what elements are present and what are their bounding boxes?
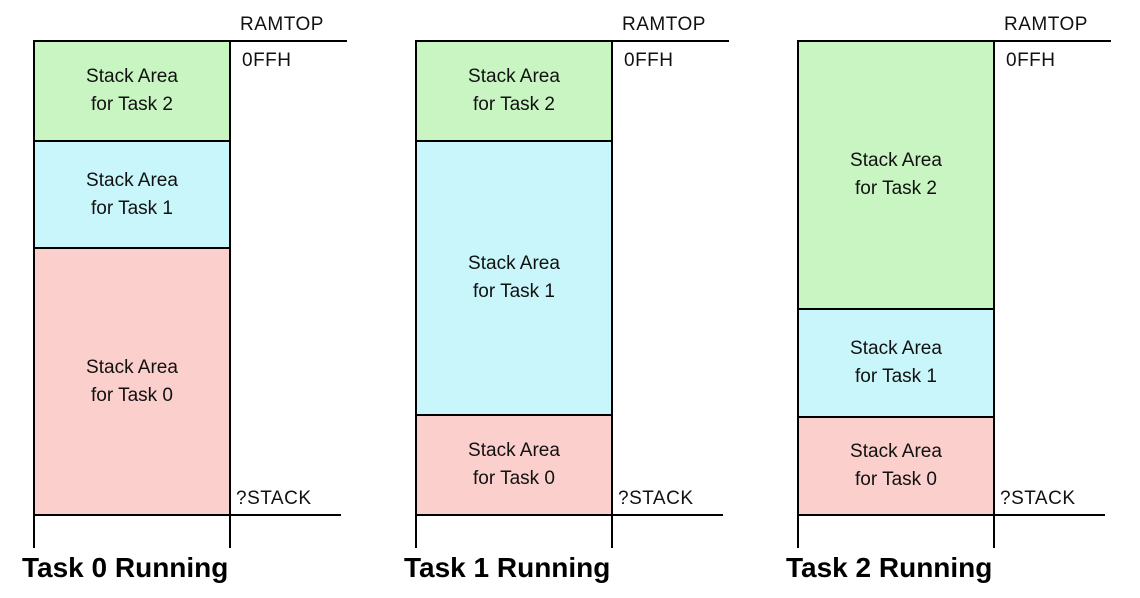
region-label-line2: for Task 1 [854, 366, 937, 387]
memory-diagram-task-0: Stack Area for Task 2 Stack Area for Task … [0, 0, 380, 598]
region-label-line2: for Task 1 [472, 281, 555, 302]
stack-label: ?STACK [618, 488, 694, 509]
stack-area-task-1: Stack Area for Task 1 [415, 140, 613, 414]
region-label-line1: Stack Area [468, 440, 560, 461]
column-leg-left [415, 516, 417, 548]
column-leg-right [229, 516, 231, 548]
diagram-caption: Task 0 Running [22, 552, 229, 583]
region-label-line1: Stack Area [86, 169, 178, 191]
column-leg-right [993, 516, 995, 548]
offh-label: 0FFH [242, 50, 292, 71]
stack-area-task-0: Stack Area for Task 0 [797, 416, 995, 516]
stack-label: ?STACK [1000, 488, 1076, 509]
offh-label: 0FFH [1006, 50, 1056, 71]
memory-diagram-task-2: Stack Area for Task 2 Stack Area for Task … [764, 0, 1140, 598]
region-label-line1: Stack Area [850, 441, 942, 462]
stack-line [613, 514, 723, 516]
column-leg-right [611, 516, 613, 548]
region-label-line1: Stack Area [86, 356, 178, 378]
stack-area-task-0: Stack Area for Task 0 [33, 247, 231, 516]
stack-column: Stack Area for Task 2 Stack Area for Task … [33, 40, 231, 516]
ramtop-line [613, 40, 729, 42]
stack-line [231, 514, 341, 516]
ramtop-label: RAMTOP [240, 14, 324, 35]
column-leg-left [33, 516, 35, 548]
memory-diagram-task-1: Stack Area for Task 2 Stack Area for Task … [382, 0, 762, 598]
region-label-line1: Stack Area [468, 66, 560, 87]
region-label-line2: for Task 0 [90, 384, 173, 406]
ramtop-label: RAMTOP [622, 14, 706, 35]
region-label-line2: for Task 2 [854, 178, 937, 199]
ramtop-line [231, 40, 347, 42]
region-label-line1: Stack Area [850, 338, 942, 359]
stack-area-task-2: Stack Area for Task 2 [33, 40, 231, 140]
region-label-line2: for Task 2 [472, 94, 555, 115]
offh-label: 0FFH [624, 50, 674, 71]
region-label-line2: for Task 0 [472, 468, 555, 489]
stack-area-task-1: Stack Area for Task 1 [33, 140, 231, 247]
column-leg-left [797, 516, 799, 548]
diagram-caption: Task 2 Running [786, 552, 993, 583]
region-label-line2: for Task 0 [854, 469, 937, 490]
region-label-line2: for Task 1 [90, 197, 173, 219]
stack-area-task-0: Stack Area for Task 0 [415, 414, 613, 516]
stack-area-task-2: Stack Area for Task 2 [415, 40, 613, 140]
stack-area-task-2: Stack Area for Task 2 [797, 40, 995, 308]
stack-line [995, 514, 1105, 516]
stack-area-task-1: Stack Area for Task 1 [797, 308, 995, 416]
diagram-caption: Task 1 Running [404, 552, 611, 583]
ramtop-label: RAMTOP [1004, 14, 1088, 35]
stack-column: Stack Area for Task 2 Stack Area for Task … [797, 40, 995, 516]
region-label-line1: Stack Area [850, 150, 942, 171]
stack-label: ?STACK [236, 488, 312, 509]
ramtop-line [995, 40, 1111, 42]
region-label-line1: Stack Area [86, 66, 178, 87]
stack-column: Stack Area for Task 2 Stack Area for Task … [415, 40, 613, 516]
region-label-line1: Stack Area [468, 253, 560, 274]
region-label-line2: for Task 2 [90, 94, 173, 115]
